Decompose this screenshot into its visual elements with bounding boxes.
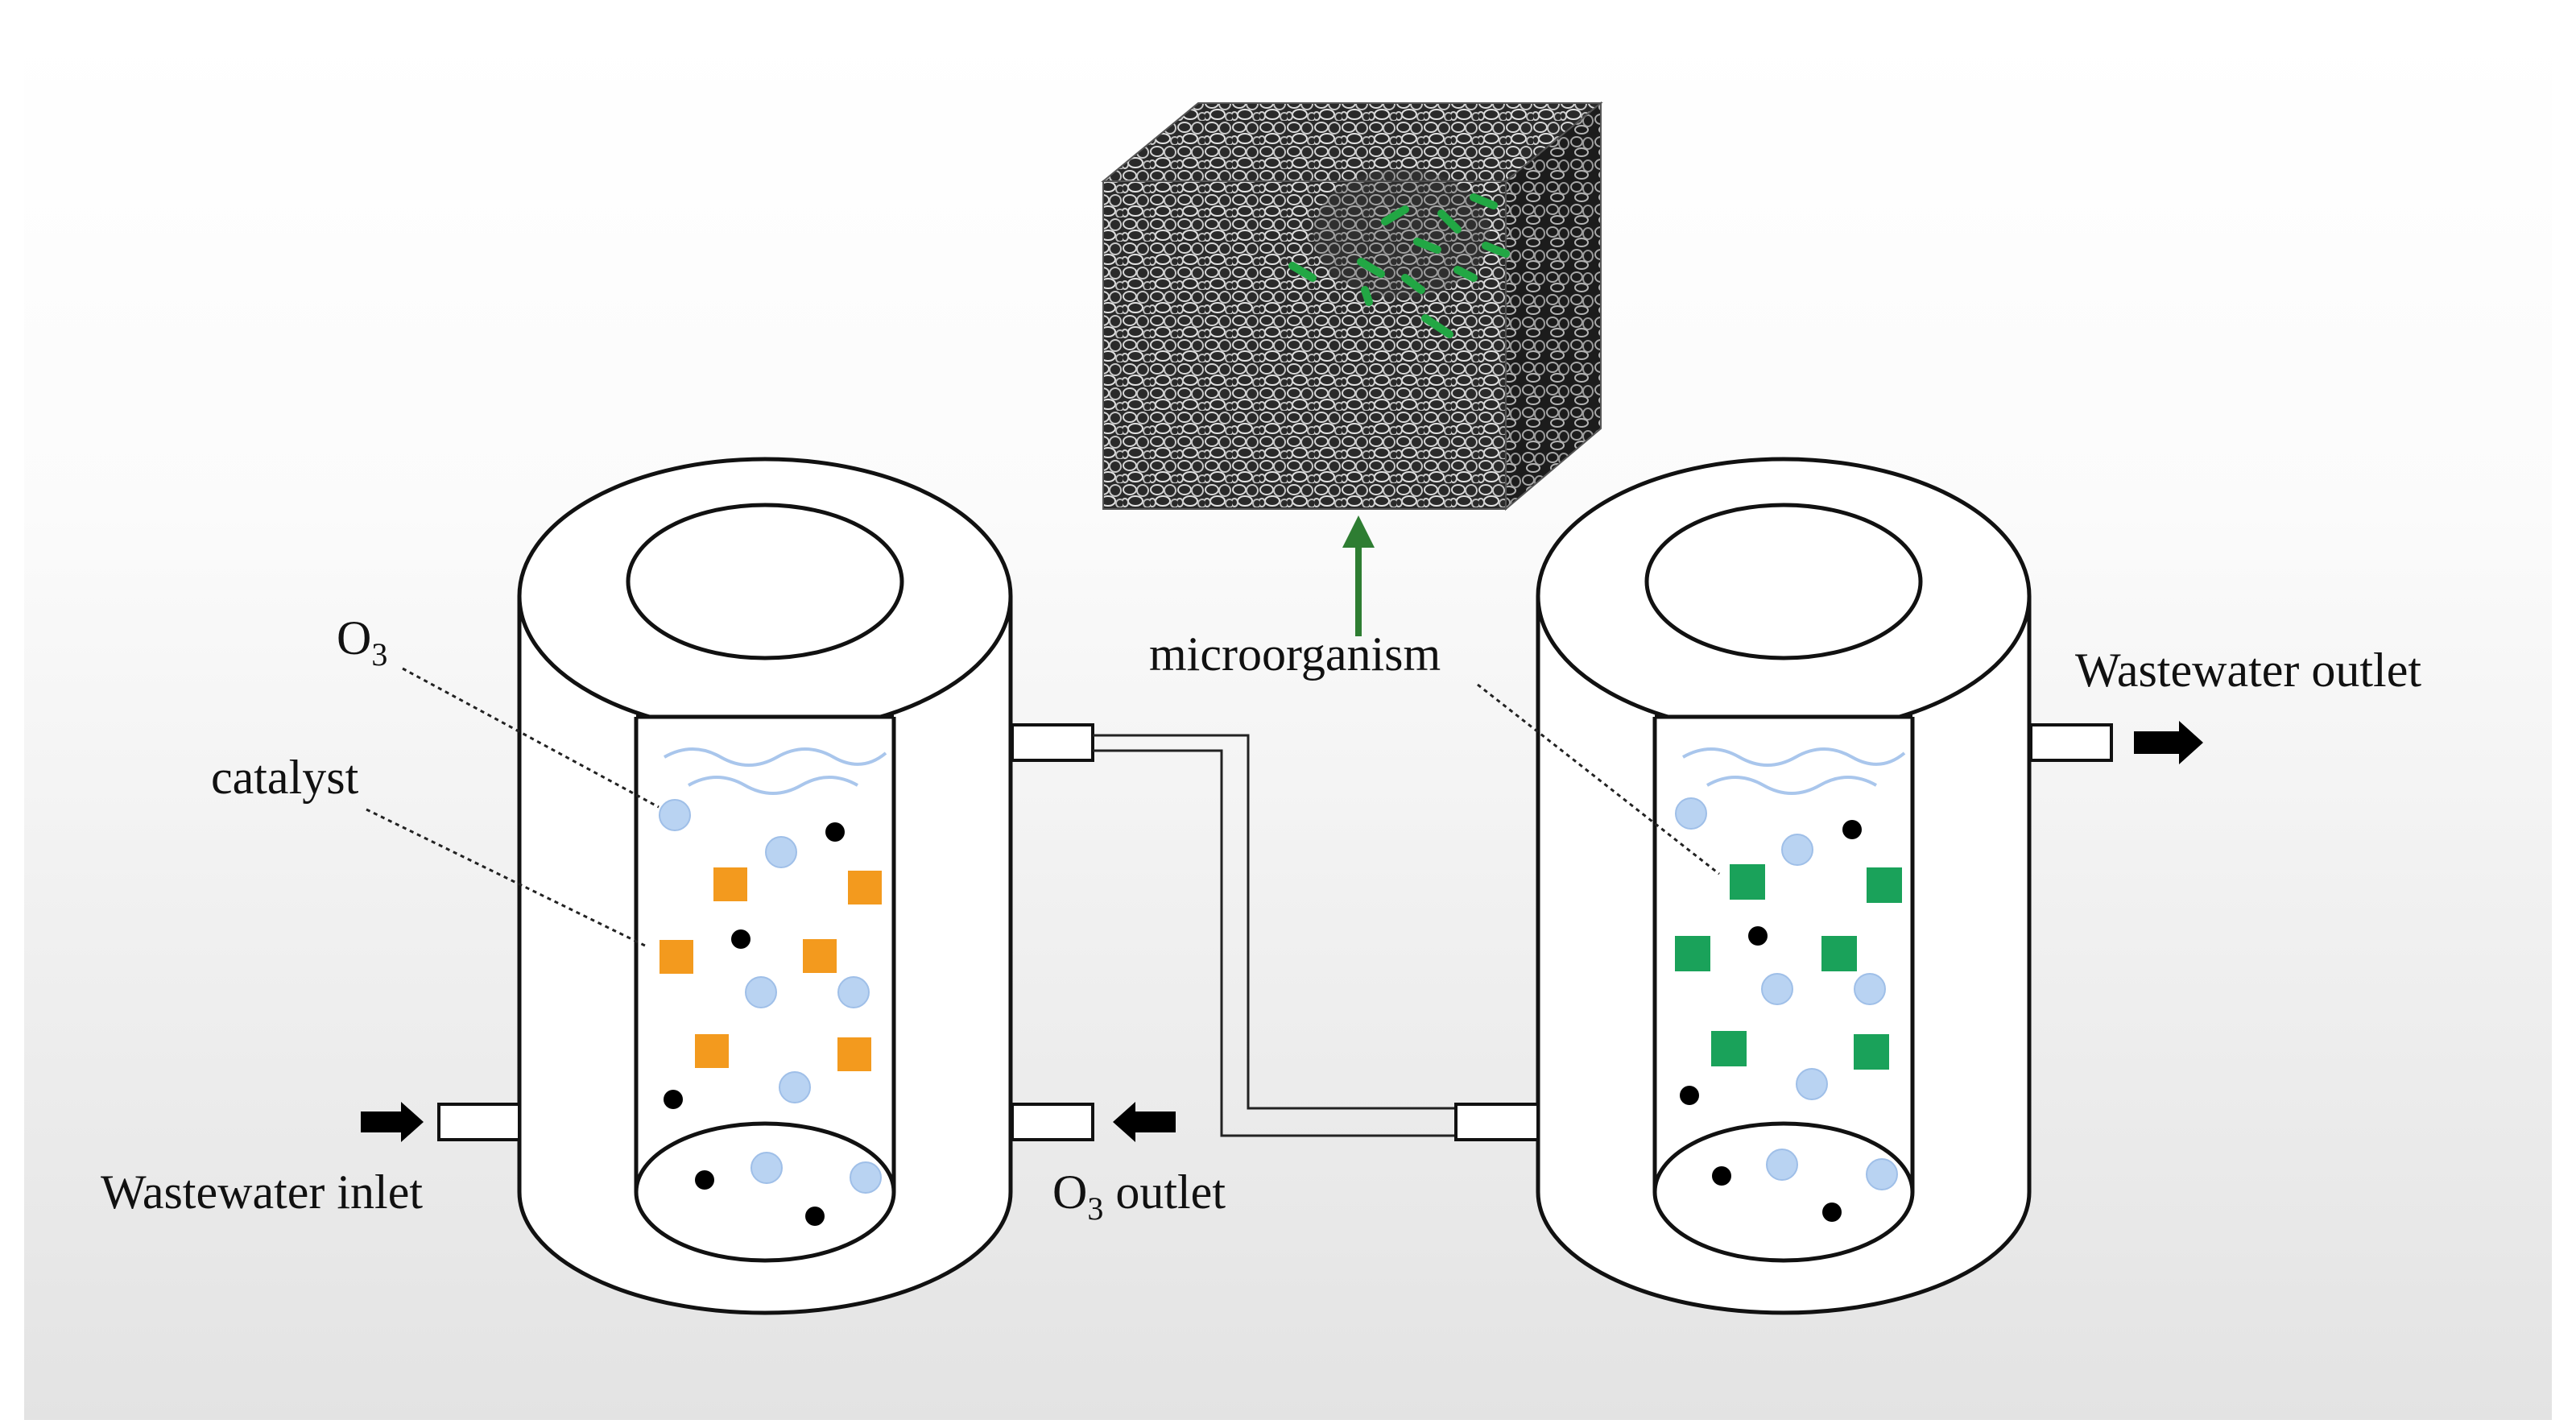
attached-microorganisms bbox=[1288, 193, 1510, 338]
wastewater-inlet-label: Wastewater inlet bbox=[101, 1165, 423, 1219]
microorganism-carriers bbox=[1675, 864, 1902, 1070]
transfer-pipe-inlet-right bbox=[1454, 1103, 1540, 1141]
catalyst-label: catalyst bbox=[211, 751, 359, 804]
o3-bubbles-right bbox=[1675, 797, 1898, 1190]
water-wave-icon bbox=[1682, 747, 1906, 795]
leader-lines bbox=[366, 667, 1720, 948]
wastewater-outlet-label: Wastewater outlet bbox=[2075, 644, 2421, 697]
black-particles-right bbox=[1680, 820, 1862, 1222]
black-particles-left bbox=[664, 822, 845, 1226]
right-arrow-icon bbox=[2134, 721, 2203, 764]
up-arrow-icon bbox=[1342, 515, 1375, 636]
o3-label: O3 bbox=[337, 611, 387, 673]
biological-reactor-right bbox=[1536, 457, 2032, 1315]
ozonation-reactor-left bbox=[517, 457, 1013, 1315]
wastewater-inlet-pipe bbox=[437, 1103, 521, 1141]
o3-outlet-label: O3 outlet bbox=[1052, 1165, 1226, 1227]
connecting-pipe bbox=[1093, 734, 1456, 1137]
o3-outlet-pipe bbox=[1011, 1103, 1094, 1141]
transfer-pipe-outlet-left bbox=[1011, 723, 1094, 762]
right-arrow-icon bbox=[361, 1102, 424, 1142]
porous-foam-carrier-icon bbox=[1101, 101, 1603, 511]
o3-bubbles-left bbox=[659, 799, 882, 1194]
wastewater-outlet-pipe bbox=[2029, 723, 2113, 762]
water-wave-icon bbox=[664, 747, 887, 795]
left-arrow-icon bbox=[1113, 1102, 1176, 1142]
catalyst-particles bbox=[660, 867, 882, 1071]
microorganism-label: microorganism bbox=[1149, 627, 1441, 681]
